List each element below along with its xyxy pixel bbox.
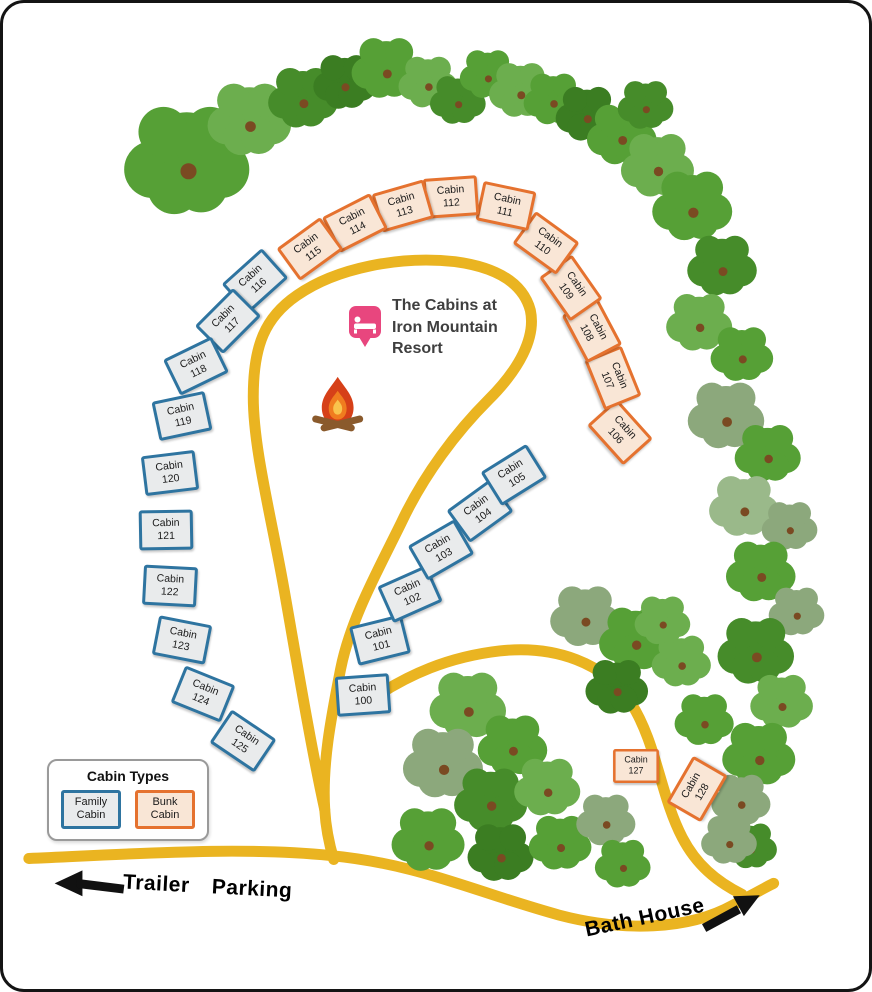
legend-family-label: Cabin — [76, 809, 106, 822]
legend-bunk-label: Cabin — [150, 809, 180, 822]
resort-title: The Cabins at Iron Mountain Resort — [392, 295, 498, 360]
road-loop-stem — [319, 804, 340, 865]
tree-icon — [454, 768, 528, 832]
tree-icon — [734, 425, 801, 482]
tree-icon — [750, 674, 813, 729]
legend-family-cabin-swatch: Family Cabin — [61, 790, 121, 829]
title-line: The Cabins at — [392, 297, 497, 314]
tree-icon — [674, 694, 734, 745]
tree-icon — [467, 824, 534, 881]
legend-title: Cabin Types — [86, 768, 170, 784]
title-line: Iron Mountain — [392, 318, 498, 336]
legend-bunk-cabin-swatch: Bunk Cabin — [135, 790, 195, 829]
legend-family-label: Family — [74, 796, 108, 808]
legend-items: Family Cabin Bunk Cabin — [57, 790, 199, 829]
tree-icon — [652, 171, 733, 241]
tree-icon — [710, 327, 774, 381]
resort-pin-icon — [349, 306, 381, 347]
trees-layer — [124, 38, 825, 888]
tree-icon — [391, 808, 465, 871]
road-trailer-parking — [23, 845, 780, 932]
tree-icon — [687, 235, 757, 296]
tree-icon — [717, 618, 795, 684]
legend-bunk-label: Bunk — [152, 796, 178, 808]
legend: Cabin Types Family Cabin Bunk Cabin — [47, 759, 209, 841]
map-graphics — [23, 38, 825, 932]
road-loop — [247, 254, 537, 816]
trailer-parking-arrow-icon — [54, 870, 125, 897]
tree-icon — [594, 839, 651, 888]
campfire-icon — [312, 376, 364, 432]
title-line: Resort — [392, 340, 443, 358]
bath-house-arrow-icon — [702, 895, 760, 932]
